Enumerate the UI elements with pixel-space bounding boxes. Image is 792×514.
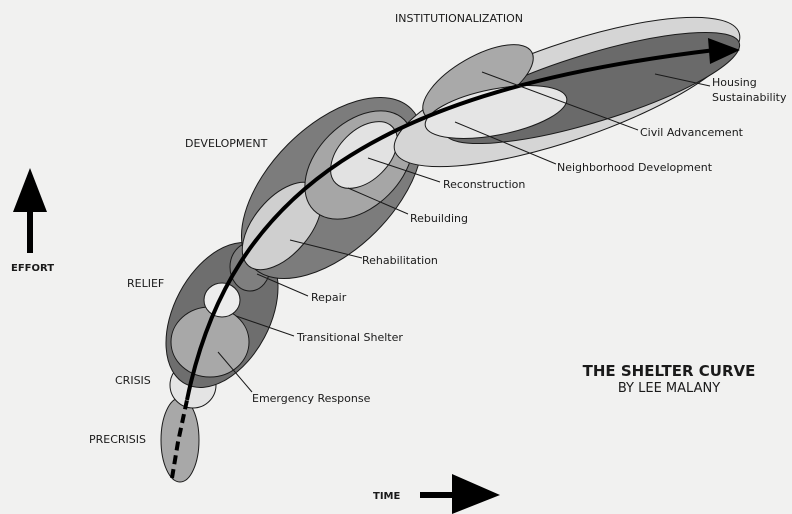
label-reconstruction: Reconstruction	[443, 178, 525, 191]
label-development: DEVELOPMENT	[185, 137, 268, 150]
time-axis: TIME	[373, 474, 500, 514]
leader-emergency-response	[217, 351, 253, 393]
label-sustainability: Sustainability	[712, 91, 787, 104]
label-institutionalization: INSTITUTIONALIZATION	[395, 12, 523, 25]
label-neighborhood-development: Neighborhood Development	[557, 161, 713, 174]
curve-arrowhead	[708, 38, 740, 64]
shelter-curve-dashed	[170, 399, 189, 479]
leader-repair	[256, 273, 309, 297]
leader-rehabilitation	[289, 239, 363, 259]
leader-neighborhood-development	[454, 121, 557, 165]
diagram-title: THE SHELTER CURVE	[583, 362, 756, 380]
label-precrisis: PRECRISIS	[89, 433, 146, 446]
effort-axis: EFFORT	[11, 168, 54, 274]
leader-rebuilding	[347, 187, 409, 215]
label-emergency-response: Emergency Response	[252, 392, 371, 405]
leader-housing-sustainability	[654, 73, 711, 87]
shelter-curve-line	[185, 48, 716, 401]
label-civil-advancement: Civil Advancement	[640, 126, 744, 139]
effort-arrow-shaft	[27, 205, 33, 253]
transitional-shelter-shape	[203, 282, 241, 318]
time-arrow-shaft	[420, 492, 460, 498]
diagram-byline: BY LEE MALANY	[618, 381, 720, 396]
label-repair: Repair	[311, 291, 347, 304]
neighborhood-development-shape	[424, 85, 568, 139]
label-transitional-shelter: Transitional Shelter	[296, 331, 403, 344]
leader-reconstruction	[367, 157, 441, 183]
label-housing: Housing	[712, 76, 757, 89]
leader-transitional-shelter	[235, 315, 295, 337]
label-rebuilding: Rebuilding	[410, 212, 468, 225]
effort-label: EFFORT	[11, 263, 54, 274]
leader-civil-advancement	[481, 71, 639, 131]
time-arrowhead	[452, 474, 500, 514]
label-rehabilitation: Rehabilitation	[362, 254, 438, 267]
effort-arrowhead	[13, 168, 47, 212]
precrisis-shape	[160, 397, 200, 483]
label-relief: RELIEF	[127, 277, 164, 290]
time-label: TIME	[373, 491, 400, 502]
label-crisis: CRISIS	[115, 374, 151, 387]
leader-lines	[217, 71, 711, 393]
